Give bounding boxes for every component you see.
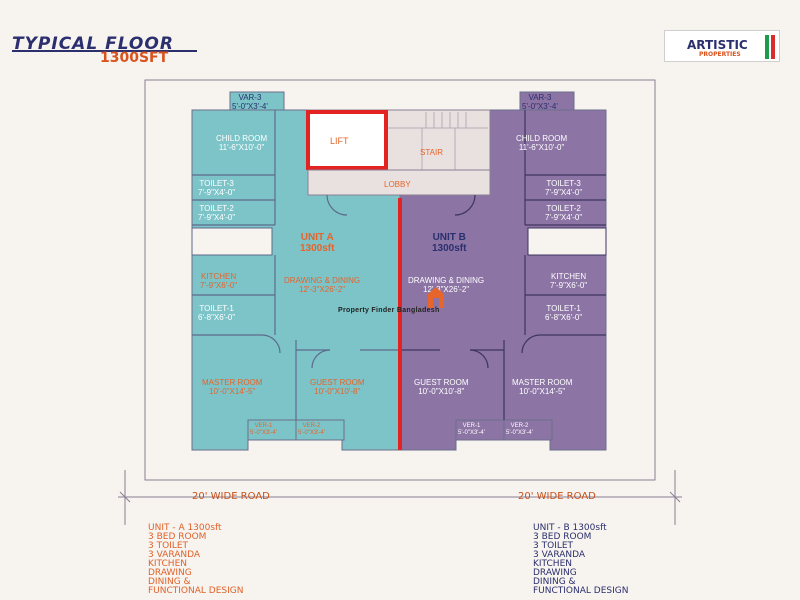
unit-a-features: UNIT - A 1300sft 3 BED ROOM 3 TOILET 3 V… — [148, 524, 243, 596]
unit-a-var3 — [229, 91, 285, 111]
title-underline — [12, 50, 197, 52]
road-label-right: 20' WIDE ROAD — [518, 491, 596, 502]
lift-label: LIFT — [330, 136, 349, 146]
feature-item: 3 BED ROOM — [148, 532, 207, 542]
logo-brand: ARTISTIC — [687, 38, 748, 52]
plot-boundary — [144, 79, 656, 481]
unit-b-ver2 — [503, 419, 553, 441]
feature-item: UNIT - B 1300sft — [533, 523, 607, 533]
feature-item: FUNCTIONAL DESIGN — [533, 586, 629, 596]
company-logo: ARTISTIC PROPERTIES — [664, 30, 780, 62]
unit-b-shaft — [527, 227, 607, 256]
floor-area: 1300SFT — [100, 50, 169, 66]
watermark-logo — [428, 287, 444, 308]
lift-box — [306, 110, 388, 170]
logo-tagline: PROPERTIES — [699, 51, 741, 58]
feature-item: 3 VARANDA — [148, 550, 201, 560]
unit-a-walls — [192, 110, 400, 420]
unit-b-var3 — [519, 91, 575, 111]
unit-a-shaft — [191, 227, 273, 256]
logo-green-bar — [765, 35, 769, 59]
road-label-left: 20' WIDE ROAD — [192, 491, 270, 502]
lobby-label: LOBBY — [384, 180, 411, 189]
feature-item: FUNCTIONAL DESIGN — [148, 586, 244, 596]
watermark-text: Property Finder Bangladesh — [338, 307, 440, 314]
logo-red-bar — [771, 35, 775, 59]
feature-item: KITCHEN — [533, 559, 572, 569]
feature-item: 3 TOILET — [148, 541, 189, 551]
road-lines — [118, 470, 682, 525]
unit-b-features: UNIT - B 1300sft 3 BED ROOM 3 TOILET 3 V… — [533, 524, 628, 596]
unit-b-walls — [400, 110, 606, 420]
feature-item: KITCHEN — [148, 559, 187, 569]
feature-item: DRAWING — [533, 568, 577, 578]
unit-a-ver2 — [295, 419, 345, 441]
stair-label: STAIR — [420, 148, 443, 157]
feature-item: DRAWING — [148, 568, 192, 578]
feature-item: 3 BED ROOM — [533, 532, 592, 542]
feature-item: 3 TOILET — [533, 541, 574, 551]
feature-item: DINING & — [148, 577, 191, 587]
feature-item: DINING & — [533, 577, 576, 587]
floor-title: TYPICAL FLOOR — [12, 34, 174, 54]
feature-item: UNIT - A 1300sft — [148, 523, 222, 533]
feature-item: 3 VARANDA — [533, 550, 586, 560]
